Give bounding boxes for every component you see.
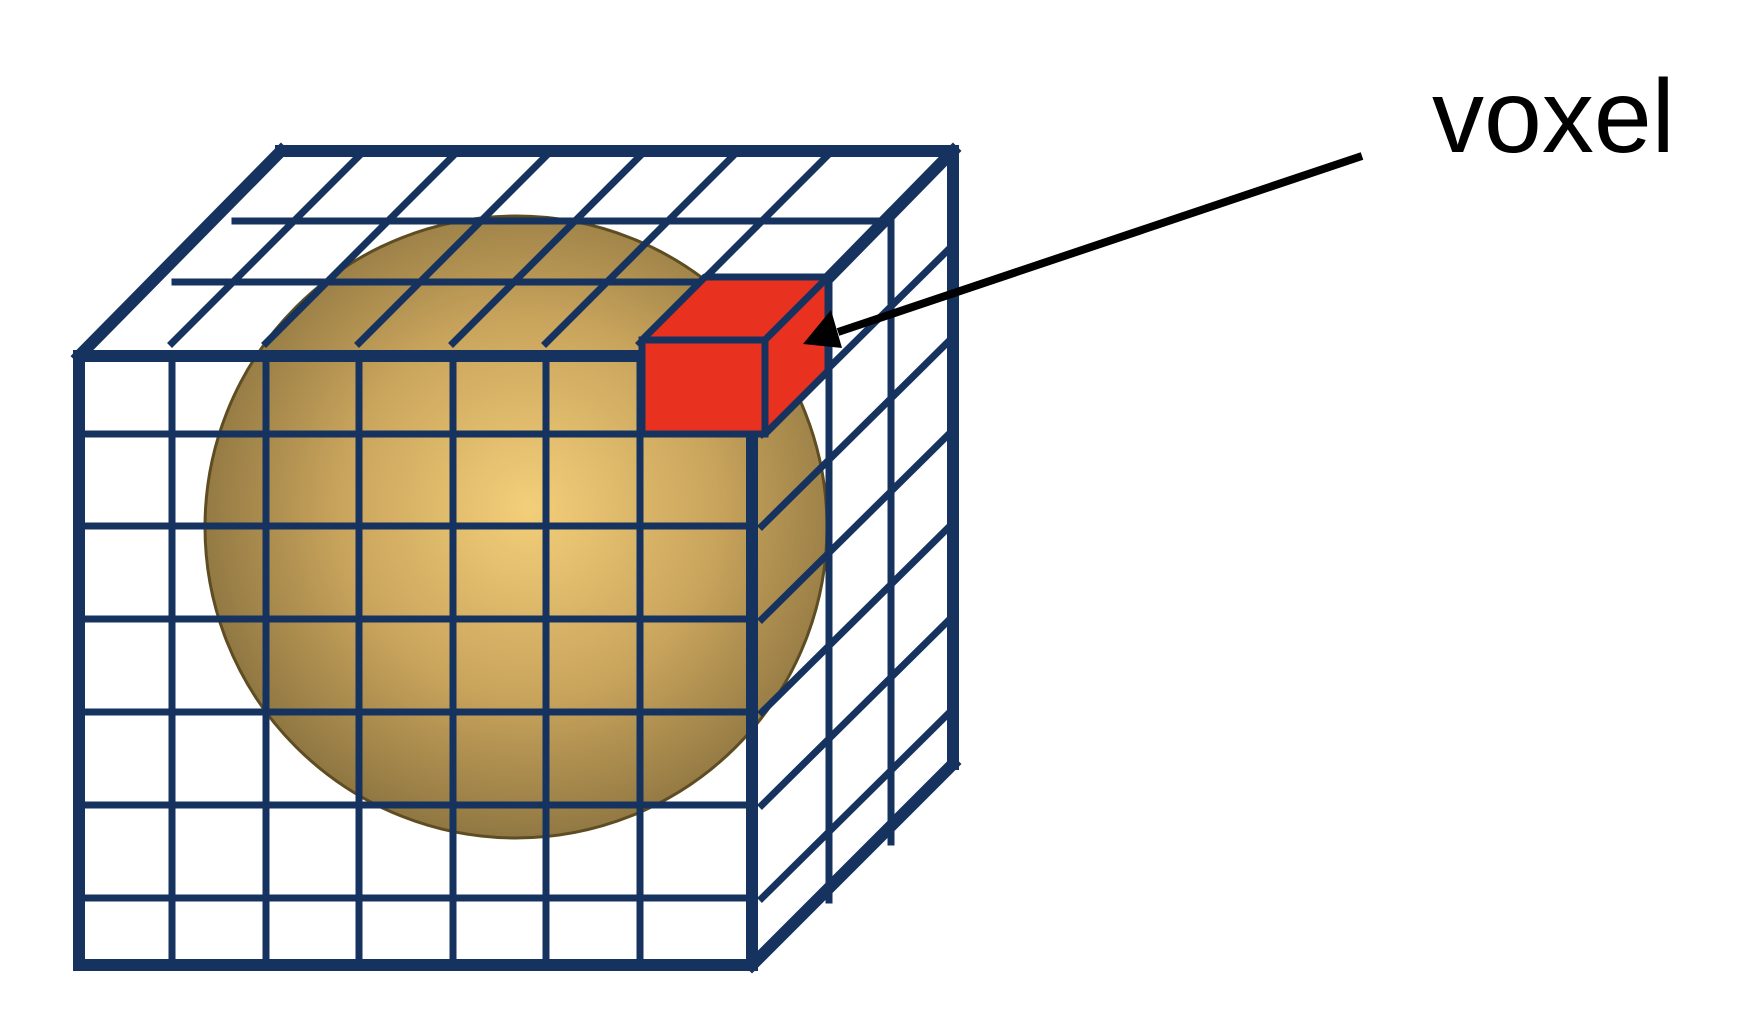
- side-diagonal-line: [757, 614, 955, 810]
- top-left-edge: [70, 142, 290, 365]
- side-bottom-edge: [743, 755, 962, 974]
- top-diagonal-line: [261, 152, 457, 348]
- top-diagonal-line: [167, 152, 363, 348]
- grid-side-face: [743, 145, 962, 974]
- voxel-cube: [638, 273, 832, 438]
- side-diagonal-line: [757, 707, 955, 903]
- voxel-front-face: [638, 336, 769, 438]
- side-diagonal-line: [757, 428, 955, 624]
- grid-back-lines: [825, 222, 895, 904]
- arrow-pointer-icon: [803, 152, 1364, 348]
- grid-front-face: [73, 350, 758, 971]
- top-diagonal-line: [541, 152, 737, 348]
- top-diagonal-line: [448, 152, 644, 348]
- side-diagonal-line: [757, 521, 955, 717]
- arrowhead: [803, 310, 842, 348]
- side-diagonal-line: [757, 335, 955, 531]
- top-diagonal-line: [354, 152, 550, 348]
- arrow-line: [836, 152, 1364, 336]
- voxel-label: voxel: [1432, 59, 1675, 175]
- grid-top-face: [70, 142, 962, 365]
